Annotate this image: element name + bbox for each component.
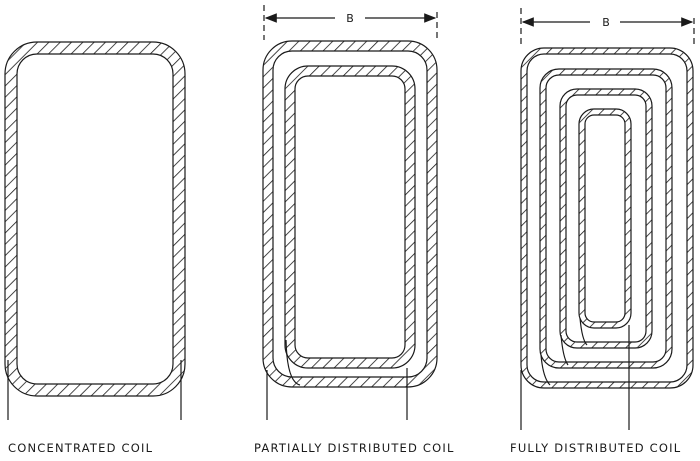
concentrated-coil-label: CONCENTRATED COIL bbox=[8, 441, 153, 455]
partially-distributed-coil: B bbox=[262, 5, 438, 420]
partially-distributed-coil-label: PARTIALLY DISTRIBUTED COIL bbox=[254, 441, 455, 455]
concentrated-coil bbox=[4, 41, 186, 420]
fully-distributed-coil: B bbox=[520, 8, 695, 430]
dimension-b-label: B bbox=[346, 12, 354, 25]
fully-distributed-coil-label: FULLY DISTRIBUTED COIL bbox=[510, 441, 681, 455]
dimension-b-label: B bbox=[602, 16, 610, 29]
